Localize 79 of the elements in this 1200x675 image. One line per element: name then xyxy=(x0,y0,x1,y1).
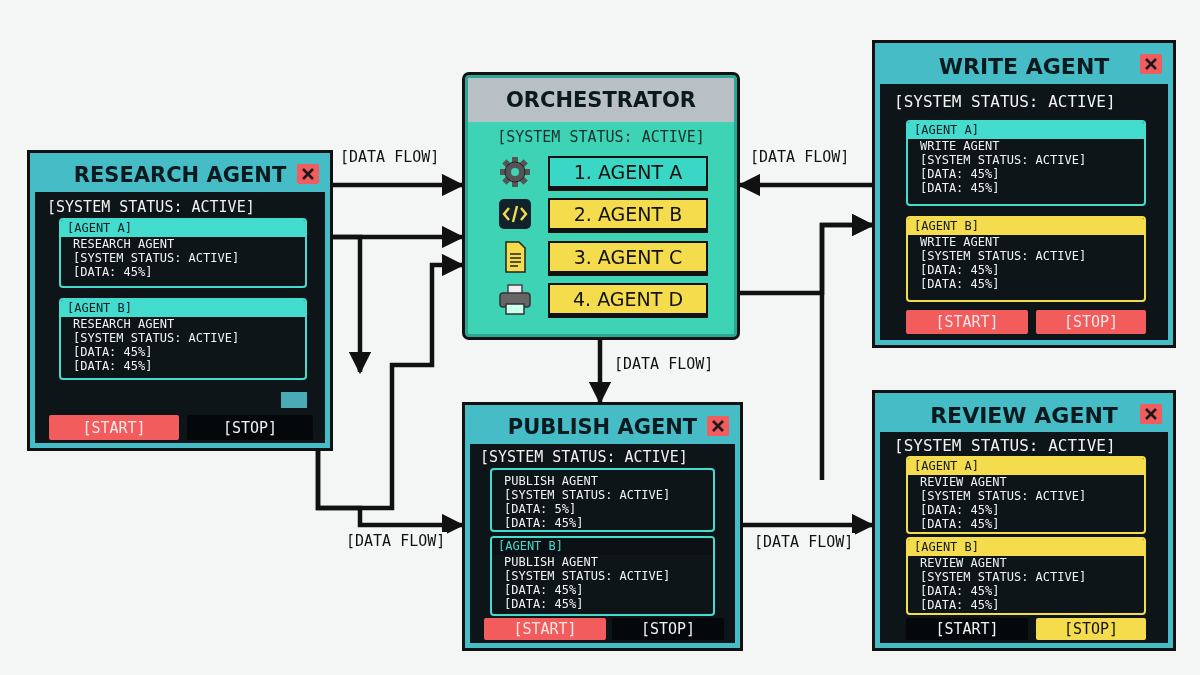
arrow xyxy=(737,173,872,197)
arrow xyxy=(819,213,875,480)
status-line: [DATA: 45%] xyxy=(72,345,154,359)
agent-bar: 4. AGENT D xyxy=(548,283,708,315)
status-line: [DATA: 45%] xyxy=(919,167,1001,181)
status-text: [SYSTEM STATUS: ACTIVE] xyxy=(894,436,1116,455)
agent-panel xyxy=(906,456,1146,534)
panel-header: [AGENT A] xyxy=(908,458,1144,475)
panel-header: [AGENT B] xyxy=(908,218,1144,235)
window-title: WRITE AGENT xyxy=(880,48,1168,84)
status-line: [DATA: 45%] xyxy=(919,263,1001,277)
agent-panel xyxy=(906,120,1146,206)
status-line: [SYSTEM STATUS: ACTIVE] xyxy=(919,570,1088,584)
panel-header: [AGENT A] xyxy=(908,122,1144,139)
status-line: [SYSTEM STATUS: ACTIVE] xyxy=(503,488,672,502)
status-line: PUBLISH AGENT xyxy=(503,474,599,488)
status-line: [SYSTEM STATUS: ACTIVE] xyxy=(72,251,241,265)
start-button: [START] xyxy=(906,310,1028,334)
stop-button: [STOP] xyxy=(187,415,313,440)
panel-header: [AGENT B] xyxy=(61,300,305,317)
status-line: [DATA: 45%] xyxy=(919,598,1001,612)
status-line: [DATA: 45%] xyxy=(72,359,154,373)
status-line: WRITE AGENT xyxy=(919,235,1001,249)
agent-bar: 3. AGENT C xyxy=(548,241,708,273)
status-line: REVIEW AGENT xyxy=(919,556,1008,570)
agent-window xyxy=(875,43,1173,345)
status-line: [DATA: 45%] xyxy=(72,265,154,279)
window-title: PUBLISH AGENT xyxy=(470,410,735,444)
status-line: WRITE AGENT xyxy=(919,139,1001,153)
status-line: [SYSTEM STATUS: ACTIVE] xyxy=(72,331,241,345)
status-text: [SYSTEM STATUS: ACTIVE] xyxy=(47,198,255,216)
status-line: [DATA: 45%] xyxy=(503,583,585,597)
status-line: RESEARCH AGENT xyxy=(72,237,176,251)
agent-window xyxy=(30,153,330,448)
agent-window xyxy=(875,393,1173,648)
arrow xyxy=(743,513,875,537)
panel-header: [AGENT A] xyxy=(61,220,305,237)
status-line: [DATA: 45%] xyxy=(919,277,1001,291)
status-line: [SYSTEM STATUS: ACTIVE] xyxy=(919,153,1088,167)
status-line: [SYSTEM STATUS: ACTIVE] xyxy=(919,489,1088,503)
agent-bar: 1. AGENT A xyxy=(548,156,708,188)
status-text: [SYSTEM STATUS: ACTIVE] xyxy=(894,92,1116,111)
window-title: REVIEW AGENT xyxy=(880,398,1168,432)
agent-panel xyxy=(490,468,715,532)
status-line: [DATA: 5%] xyxy=(503,502,578,516)
agent-panel xyxy=(59,218,307,288)
status-line: [DATA: 45%] xyxy=(919,503,1001,517)
arrow xyxy=(333,234,372,375)
status-text: [SYSTEM STATUS: ACTIVE] xyxy=(497,128,705,146)
status-text: [SYSTEM STATUS: ACTIVE] xyxy=(480,448,688,466)
start-button: [START] xyxy=(49,415,179,440)
status-line: [DATA: 45%] xyxy=(919,517,1001,531)
stop-button: [STOP] xyxy=(1036,618,1146,640)
start-button: [START] xyxy=(906,618,1028,640)
status-line: RESEARCH AGENT xyxy=(72,317,176,331)
agent-panel xyxy=(490,536,715,616)
orchestrator-panel xyxy=(465,75,737,337)
window-title: RESEARCH AGENT xyxy=(35,158,325,192)
agent-panel xyxy=(906,537,1146,615)
status-line: [DATA: 45%] xyxy=(919,584,1001,598)
agent-window xyxy=(465,405,740,648)
status-line: PUBLISH AGENT xyxy=(503,555,599,569)
agent-panel xyxy=(59,298,307,380)
status-line: [SYSTEM STATUS: ACTIVE] xyxy=(919,249,1088,263)
window-title: ORCHESTRATOR xyxy=(468,78,734,122)
stop-button: [STOP] xyxy=(612,618,724,640)
agent-bar: 2. AGENT B xyxy=(548,198,708,230)
status-line: [DATA: 45%] xyxy=(919,181,1001,195)
status-line: [DATA: 45%] xyxy=(503,516,585,530)
agent-panel xyxy=(906,216,1146,302)
arrow xyxy=(588,340,612,405)
panel-header: [AGENT B] xyxy=(908,539,1144,556)
start-button: [START] xyxy=(484,618,606,640)
status-line: REVIEW AGENT xyxy=(919,475,1008,489)
stop-button: [STOP] xyxy=(1036,310,1146,334)
panel-header: [AGENT B] xyxy=(492,538,713,555)
status-line: [SYSTEM STATUS: ACTIVE] xyxy=(503,569,672,583)
status-line: [DATA: 45%] xyxy=(503,597,585,611)
arrow xyxy=(333,173,465,197)
